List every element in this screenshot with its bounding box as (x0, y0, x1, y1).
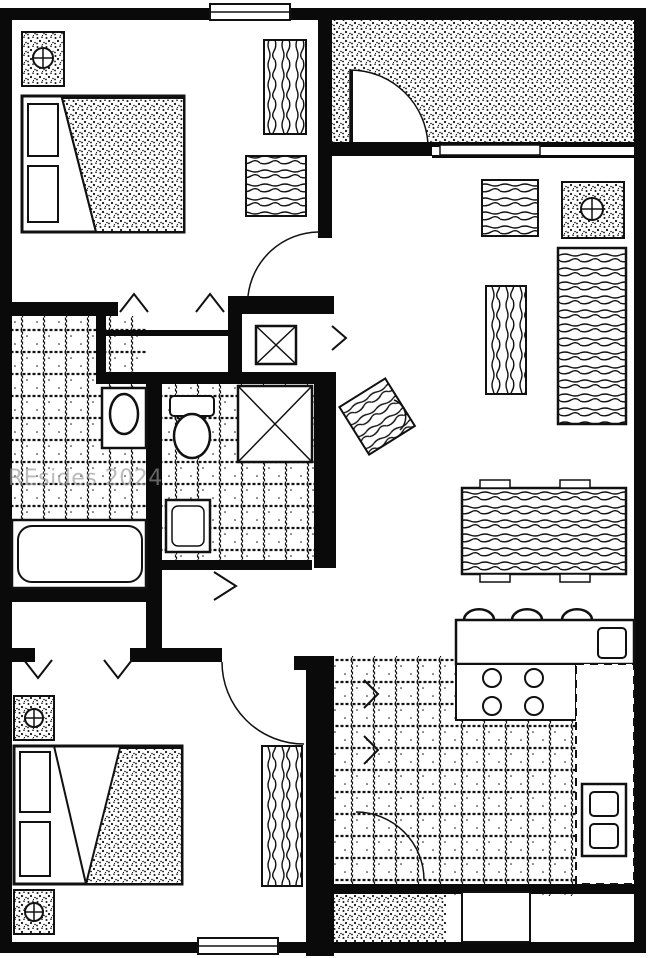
bathroom-2 (164, 384, 314, 554)
walls (0, 8, 646, 956)
end-table (481, 179, 539, 237)
toilet-icon (172, 412, 212, 460)
coffee-table (485, 285, 527, 395)
living-room (338, 179, 628, 583)
kitchen (363, 608, 636, 943)
dresser-1 (263, 39, 307, 135)
bedroom-2 (12, 659, 303, 935)
dresser-2 (261, 745, 303, 887)
range (455, 663, 577, 721)
sofa (556, 246, 628, 426)
bedroom-1-door (247, 231, 319, 297)
appliance (461, 891, 531, 943)
closet-bottom (334, 894, 446, 946)
dining-table (460, 486, 628, 576)
window-patio (439, 144, 541, 156)
bedroom-1 (20, 31, 319, 313)
chair-1 (245, 155, 307, 217)
sink-icon (108, 392, 140, 436)
bathroom-1 (10, 386, 148, 590)
bedroom-2-door (221, 661, 305, 745)
armchair (338, 377, 417, 456)
